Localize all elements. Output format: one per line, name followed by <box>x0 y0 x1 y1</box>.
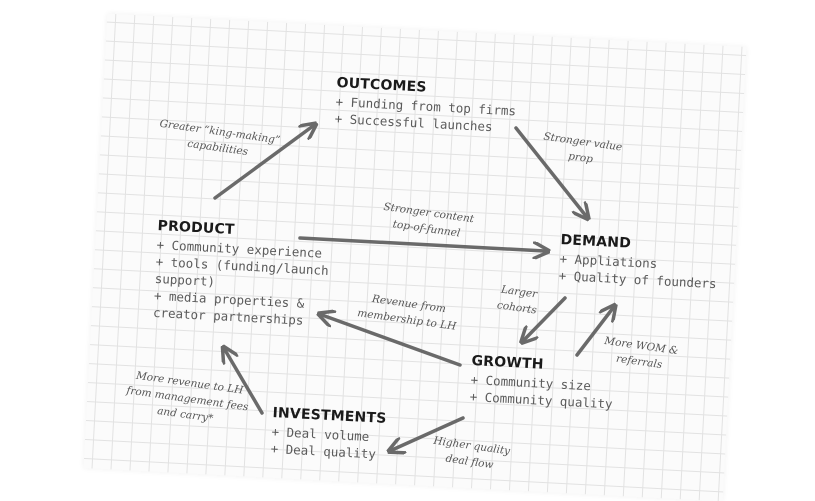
arrow-growth-to-demand <box>575 308 613 357</box>
arrow-product-to-outcomes <box>213 126 313 200</box>
node-growth: GROWTH + Community size + Community qual… <box>469 353 615 412</box>
edge-label-demand-to-growth: Larger cohorts <box>496 281 540 318</box>
arrow-layer <box>213 0 815 483</box>
node-outcomes: OUTCOMES + Funding from top firms + Succ… <box>334 75 517 136</box>
arrow-demand-to-growth <box>524 296 567 340</box>
node-demand: DEMAND + Appliations + Quality of founde… <box>558 232 719 292</box>
node-investments: INVESTMENTS + Deal volume + Deal quality <box>270 405 387 463</box>
arrow-growth-to-investments <box>392 416 465 450</box>
node-product: PRODUCT + Community experience + tools (… <box>153 218 331 330</box>
arrow-investments-to-product <box>225 350 264 415</box>
arrow-growth-to-product <box>322 315 462 367</box>
arrow-product-to-demand <box>298 236 545 251</box>
arrow-outcomes-to-demand <box>514 126 586 216</box>
